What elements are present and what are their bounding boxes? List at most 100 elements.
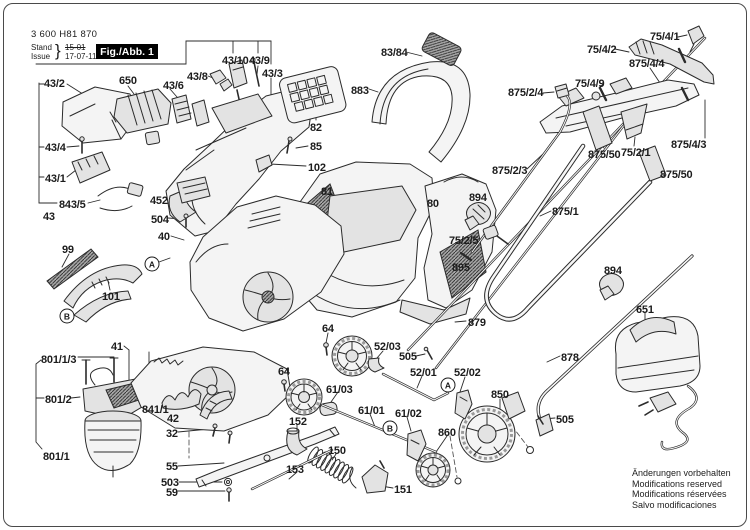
- detail-marker-B: B: [59, 308, 75, 324]
- part-callout-75-2-1: 75/2/1: [621, 147, 651, 159]
- part-callout-875-2-3: 875/2/3: [492, 165, 528, 177]
- part-callout-75-4-9: 75/4/9: [575, 78, 605, 90]
- part-callout-151: 151: [394, 484, 412, 496]
- deck-underside-drawing: [130, 346, 340, 502]
- part-callout-43-4: 43/4: [45, 142, 66, 154]
- figure-label: Fig./Abb. 1: [100, 45, 154, 58]
- part-callout-894: 894: [469, 192, 487, 204]
- part-callout-875-1: 875/1: [552, 206, 579, 218]
- part-callout-52-02: 52/02: [454, 367, 481, 379]
- detail-marker-A: A: [440, 377, 456, 393]
- part-callout-82: 82: [310, 122, 322, 134]
- part-callout-841-1: 841/1: [142, 404, 169, 416]
- battery-pack-drawing: [61, 57, 260, 212]
- modifications-notice: Änderungen vorbehalten Modifications res…: [632, 468, 731, 510]
- notice-line-de: Änderungen vorbehalten: [632, 468, 731, 478]
- detail-marker-B: B: [382, 420, 398, 436]
- part-callout-850: 850: [491, 389, 509, 401]
- part-callout-80: 80: [427, 198, 439, 210]
- part-callout-651: 651: [636, 304, 654, 316]
- upper-handle-drawing: [371, 32, 471, 163]
- part-callout-650: 650: [119, 75, 137, 87]
- part-callout-452: 452: [150, 195, 168, 207]
- part-callout-41: 41: [111, 341, 123, 353]
- part-callout-503: 503: [161, 477, 179, 489]
- page-border: [3, 3, 747, 527]
- part-callout-40: 40: [158, 231, 170, 243]
- part-callout-150: 150: [328, 445, 346, 457]
- part-callout-505: 505: [399, 351, 417, 363]
- part-callout-843-5: 843/5: [59, 199, 86, 211]
- part-callout-43-9: 43/9: [249, 55, 270, 67]
- part-callout-895: 895: [452, 262, 470, 274]
- part-callout-55: 55: [166, 461, 178, 473]
- stand-issue-labels: Stand Issue: [31, 43, 52, 61]
- part-callout-879: 879: [468, 317, 486, 329]
- mower-deck-drawing: [176, 176, 345, 332]
- part-callout-64: 64: [322, 323, 334, 335]
- keypad-cover-drawing: [279, 66, 347, 124]
- grip-pad-drawing: [421, 32, 462, 66]
- part-callout-75-2-5: 75/2/5: [449, 235, 479, 247]
- issue-label: Issue: [31, 52, 51, 61]
- part-callout-64: 64: [278, 366, 290, 378]
- part-callout-801-1: 801/1: [43, 451, 70, 463]
- part-callout-875-4-3: 875/4/3: [671, 139, 707, 151]
- part-callout-43: 43: [43, 211, 55, 223]
- part-callout-52-01: 52/01: [410, 367, 437, 379]
- part-callout-505: 505: [556, 414, 574, 426]
- part-callout-59: 59: [166, 487, 178, 499]
- handlebar-assembly-drawing: [406, 25, 715, 437]
- part-callout-99: 99: [62, 244, 74, 256]
- part-callout-61-01: 61/01: [358, 405, 385, 417]
- part-callout-83-84: 83/84: [381, 47, 408, 59]
- part-callout-875-50: 875/50: [588, 149, 621, 161]
- stand-value-superseded: 15-01: [65, 43, 86, 52]
- notice-line-fr: Modifications réservées: [632, 489, 727, 499]
- document-part-number: 3 600 H81 870: [31, 29, 98, 40]
- part-callout-43-2: 43/2: [44, 78, 65, 90]
- part-callout-894: 894: [604, 265, 622, 277]
- detail-marker-A: A: [144, 256, 160, 272]
- part-callout-883: 883: [351, 85, 369, 97]
- cap-102-drawing: [255, 154, 273, 173]
- part-callout-43-3: 43/3: [262, 68, 283, 80]
- part-callout-43-1: 43/1: [45, 173, 66, 185]
- bracket-lines: [35, 40, 706, 478]
- stand-label: Stand: [31, 43, 52, 52]
- part-callout-43-8: 43/8: [187, 71, 208, 83]
- part-callout-152: 152: [289, 416, 307, 428]
- lever-arm-drawing: [46, 248, 143, 323]
- part-callout-75-4-2: 75/4/2: [587, 44, 617, 56]
- part-callout-875-4-4: 875/4/4: [629, 58, 665, 70]
- part-callout-801-2: 801/2: [45, 394, 72, 406]
- part-callout-75-4-1: 75/4/1: [650, 31, 680, 43]
- part-callout-43-10: 43/10: [222, 55, 249, 67]
- part-callout-52-03: 52/03: [374, 341, 401, 353]
- part-callout-61-02: 61/02: [395, 408, 422, 420]
- stand-issue-values: 15-01 17-07-11: [65, 43, 96, 61]
- part-callout-101: 101: [102, 291, 120, 303]
- notice-line-en: Modifications reserved: [632, 478, 723, 489]
- wheels-drawing: [250, 335, 544, 494]
- upper-housing-drawing: [165, 87, 314, 237]
- notice-line-es: Salvo modificaciones: [632, 499, 717, 510]
- part-callout-43-6: 43/6: [163, 80, 184, 92]
- part-callout-61-03: 61/03: [326, 384, 353, 396]
- part-callout-102: 102: [308, 162, 326, 174]
- issue-value: 17-07-11: [65, 52, 97, 61]
- part-callout-153: 153: [286, 464, 304, 476]
- brace-glyph: }: [55, 41, 61, 60]
- figure-label-box: Fig./Abb. 1: [96, 44, 158, 59]
- part-callout-875-2-4: 875/2/4: [508, 87, 544, 99]
- part-callout-878: 878: [561, 352, 579, 364]
- part-callout-42: 42: [167, 413, 179, 425]
- grassbox-front-drawing: [299, 161, 435, 318]
- part-callout-504: 504: [151, 214, 169, 226]
- part-callout-875-50: 875/50: [660, 169, 693, 181]
- charger-drawing: [614, 316, 701, 451]
- part-callout-860: 860: [438, 427, 456, 439]
- part-callout-801-1-3: 801/1/3: [41, 354, 77, 366]
